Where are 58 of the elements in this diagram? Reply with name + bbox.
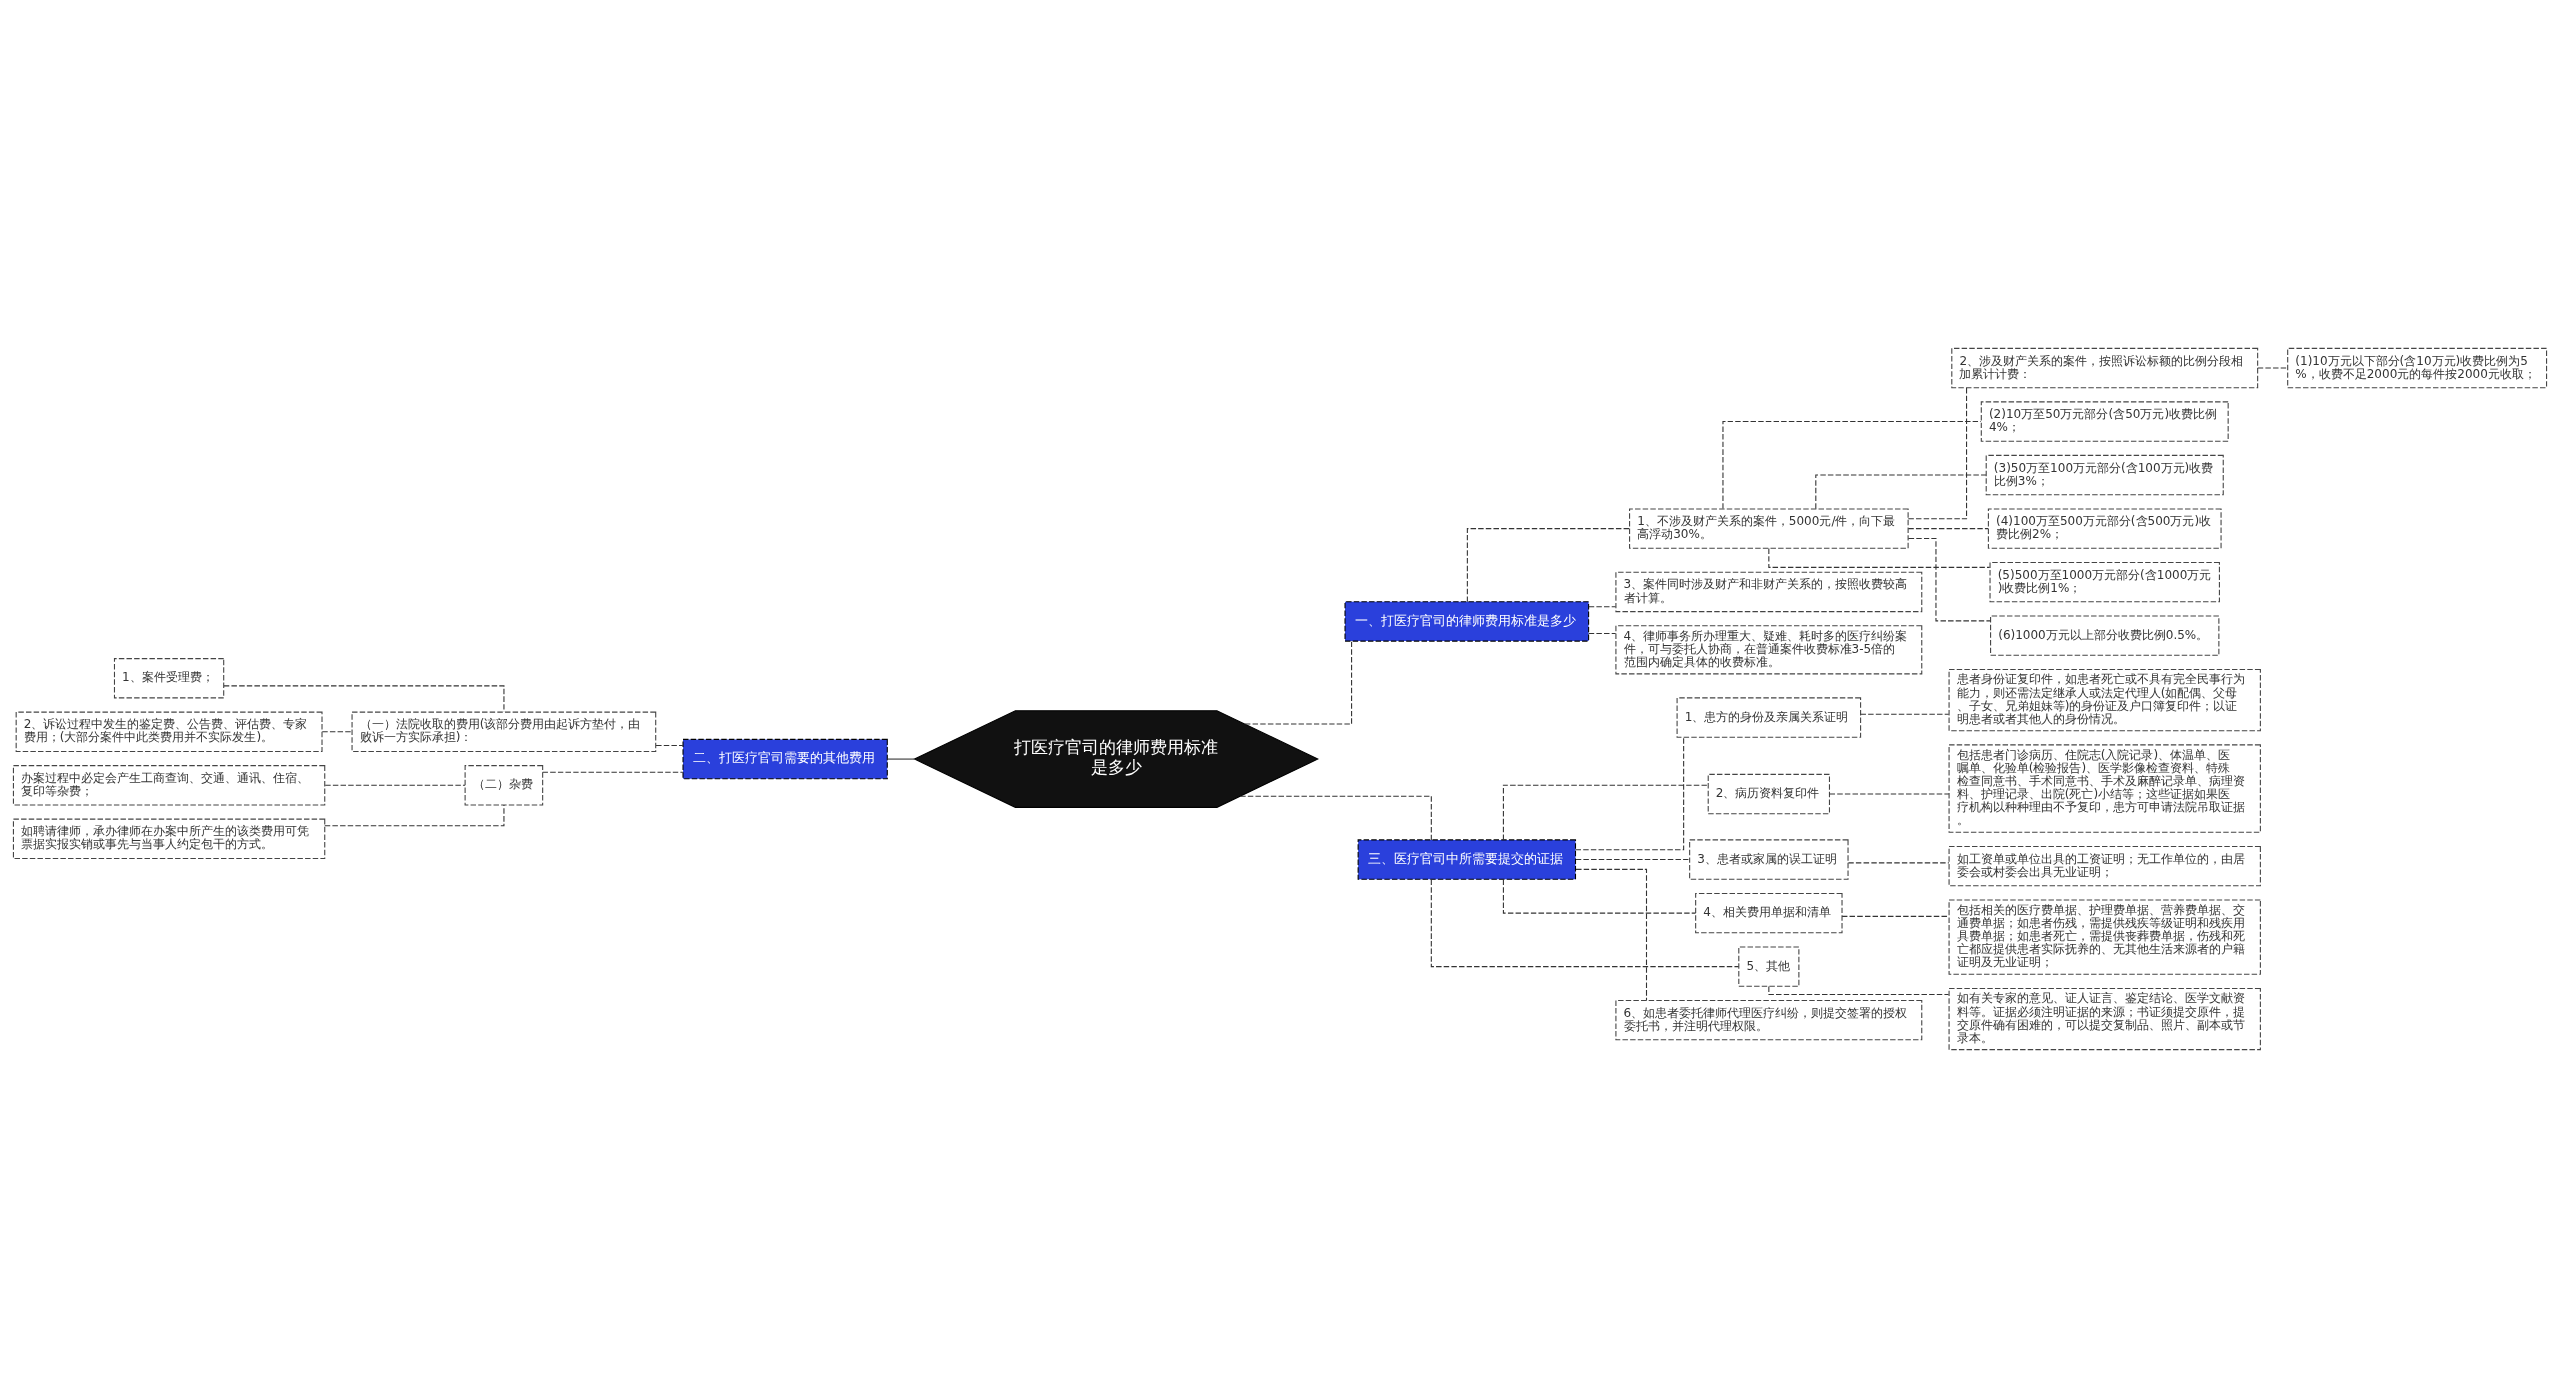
- connector: [887, 758, 916, 760]
- connector: [1466, 528, 1630, 603]
- node-box: 患者身份证复印件，如患者死亡或不具有完全民事行为能力，则还需法定继承人或法定代理人(如配偶、父母、子女、兄弟姐妹等)的身份证及户口簿复印件；以证明患者或者其他人的身份情况。: [1948, 668, 2261, 732]
- connector: [321, 731, 353, 733]
- node-box: （二）杂费: [464, 765, 544, 806]
- node-box: (5)500万至1000万元部分(含1000万元)收费比例1%；: [1989, 561, 2220, 603]
- connector: [1430, 879, 1740, 968]
- connector: [655, 744, 684, 746]
- node-box: (6)1000万元以上部分收费比例0.5%。: [1990, 615, 2220, 656]
- connector: [1588, 632, 1617, 634]
- connector: [1860, 713, 1950, 715]
- connector: [1841, 915, 1950, 917]
- connector: [1575, 868, 1648, 1001]
- node-box: 如聘请律师，承办律师在办案中所产生的该类费用可凭票据实报实销或事先与当事人约定包干的方式。: [12, 818, 326, 860]
- node-box: 如有关专家的意见、证人证言、鉴定结论、医学文献资料等。证据必须注明证据的来源；书证须提交原件，提交原件确有困难的，可以提交复制品、照片、副本或节录本。: [1948, 987, 2261, 1051]
- node-box: 4、相关费用单据和清单: [1695, 892, 1843, 934]
- node-box: 2、诉讼过程中发生的鉴定费、公告费、评估费、专家费用；(大部分案件中此类费用并不实际发生)。: [15, 711, 323, 752]
- node-box: 包括患者门诊病历、住院志(入院记录)、体温单、医嘱单、化验单(检验报告)、医学影像检查资料、特殊检查同意书、手术同意书、手术及麻醉记录单、病理资料、护理记录、出院(死亡)小结等；这些证据如果医疗机构以种种理由不予复印，患方可申请法院吊取证据。: [1948, 744, 2261, 833]
- node-box: 二、打医疗官司需要的其他费用: [682, 738, 888, 780]
- connector: [1768, 986, 1950, 995]
- connector: [1502, 784, 1709, 841]
- connector: [1907, 528, 1989, 530]
- node-box: (3)50万至100万元部分(含100万元)收费比例3%；: [1985, 454, 2224, 496]
- connector: [542, 771, 684, 773]
- connector: [324, 784, 466, 786]
- node-box: 6、如患者委托律师代理医疗纠纷，则提交签署的授权委托书，并注明代理权限。: [1615, 999, 1923, 1041]
- connector: [2257, 367, 2288, 369]
- connector: [1244, 640, 1353, 725]
- node-box: 1、不涉及财产关系的案件，5000元/件，向下最高浮动30%。: [1629, 508, 1909, 549]
- node-box: 3、案件同时涉及财产和非财产关系的，按照收费较高者计算。: [1615, 571, 1923, 613]
- connector: [324, 804, 505, 827]
- node-box: (4)100万至500万元部分(含500万元)收费比例2%；: [1987, 508, 2222, 549]
- node-box: 一、打医疗官司的律师费用标准是多少: [1344, 601, 1590, 642]
- node-box: 4、律师事务所办理重大、疑难、耗时多的医疗纠纷案件，可与委托人协商，在普通案件收费标准3-5倍的范围内确定具体的收费标准。: [1615, 625, 1923, 675]
- connector: [1907, 537, 1991, 622]
- connector: [1907, 387, 1968, 520]
- node-box: 2、涉及财产关系的案件，按照诉讼标额的比例分段相加累计计费：: [1951, 347, 2259, 389]
- connector: [1239, 795, 1432, 841]
- node-box: 1、患方的身份及亲属关系证明: [1676, 697, 1862, 738]
- connector: [1847, 862, 1950, 864]
- node-box: 3、患者或家属的误工证明: [1689, 839, 1849, 880]
- node-box: （一）法院收取的费用(该部分费用由起诉方垫付，由败诉一方实际承担)：: [351, 711, 657, 752]
- node-box: (1)10万元以下部分(含10万元)收费比例为5%，收费不足2000元的每件按2000元收取；: [2287, 347, 2548, 389]
- connector: [1588, 606, 1617, 608]
- node-box: 三、医疗官司中所需要提交的证据: [1357, 839, 1577, 880]
- node-box: 2、病历资料复印件: [1707, 773, 1830, 815]
- node-box: 包括相关的医疗费单据、护理费单据、营养费单据、交通费单据；如患者伤残，需提供残疾等级证明和残疾用具费单据；如患者死亡，需提供丧葬费单据，伤残和死亡都应提供患者实际抚养的、无其他生活来源者的户籍证明及无业证明；: [1948, 899, 2261, 975]
- connector: [1575, 736, 1685, 851]
- node-box: 办案过程中必定会产生工商查询、交通、通讯、住宿、复印等杂费；: [12, 765, 326, 806]
- node-box: 5、其他: [1738, 946, 1800, 987]
- connector: [1575, 859, 1690, 861]
- connector: [1829, 793, 1950, 795]
- connector: [1722, 421, 1982, 509]
- node-box: 1、案件受理费；: [113, 658, 225, 699]
- node-box: 如工资单或单位出具的工资证明；无工作单位的，由居委会或村委会出具无业证明；: [1948, 845, 2261, 887]
- connector: [1502, 878, 1697, 914]
- node-box: (2)10万至50万元部分(含50万元)收费比例4%；: [1980, 401, 2229, 442]
- connector: [1815, 474, 1987, 510]
